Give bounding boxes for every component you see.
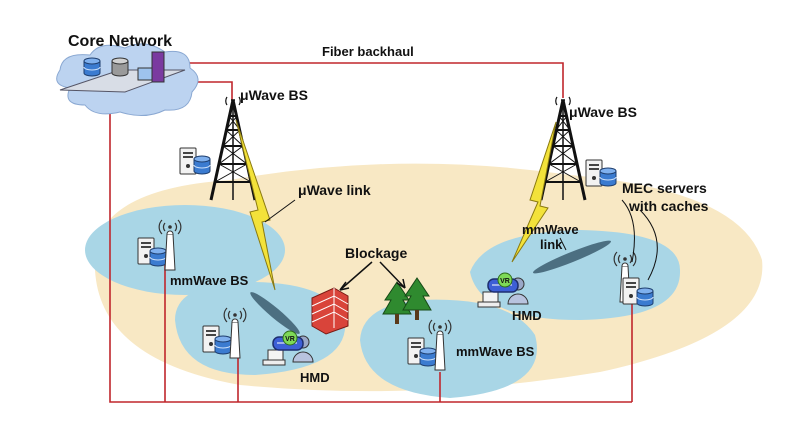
blockage-label: Blockage <box>345 245 407 261</box>
arrowhead-icon <box>339 278 406 291</box>
hmd-label-right: HMD <box>512 308 542 323</box>
mec-pointer <box>639 209 658 281</box>
mec-pointer <box>621 199 635 263</box>
fiber-backhaul-label: Fiber backhaul <box>322 44 414 59</box>
uwave-link-pointer <box>264 199 296 223</box>
mec-server-left <box>179 147 211 175</box>
mec-label-line1: MEC servers <box>622 180 707 196</box>
core-network-equipment <box>59 51 186 93</box>
mmwave-beam <box>533 240 611 274</box>
database-icon <box>636 287 654 307</box>
uwave-link-label: μWave link <box>298 182 371 198</box>
mec-server-right <box>585 159 617 187</box>
brick-wall-icon <box>311 287 349 335</box>
mmwave-bs-label-left: mmWave BS <box>170 273 249 288</box>
uwave-link-bolt <box>511 121 557 263</box>
tree-icon <box>382 277 432 324</box>
monitor-icon <box>137 67 153 81</box>
uwave-bs-label-left: μWave BS <box>240 87 308 103</box>
database-icon <box>193 155 211 175</box>
core-network-label: Core Network <box>68 33 172 50</box>
mec-label-line2: with caches <box>628 198 709 214</box>
vr-badge <box>282 330 298 346</box>
mmwave-link-pointer <box>559 237 567 251</box>
database-icon <box>419 347 437 367</box>
server-icon <box>151 51 165 83</box>
uwave-bs-label-right: μWave BS <box>569 104 637 120</box>
database-icon <box>214 335 232 355</box>
blockage-arrows <box>339 261 406 291</box>
vr-badge-text: VR <box>285 336 295 343</box>
mmwave-link-label-line2: link <box>540 237 563 252</box>
small-cell-area <box>360 299 537 398</box>
mmwave-beam <box>250 292 300 334</box>
hmd-user-left: VR <box>262 330 314 366</box>
mmwave-bs-label-center: mmWave BS <box>456 344 535 359</box>
database-icon <box>111 57 129 77</box>
hmd-label-left: HMD <box>300 370 330 385</box>
vr-badge-text: VR <box>500 278 510 285</box>
uwave-link-bolt <box>235 119 276 291</box>
database-icon <box>83 57 101 77</box>
database-icon <box>599 167 617 187</box>
vr-badge <box>497 272 513 288</box>
hmd-user-right: VR <box>477 272 529 308</box>
mmwave-link-label-line1: mmWave <box>522 222 579 237</box>
small-cell-area <box>85 205 285 295</box>
database-icon <box>149 247 167 267</box>
